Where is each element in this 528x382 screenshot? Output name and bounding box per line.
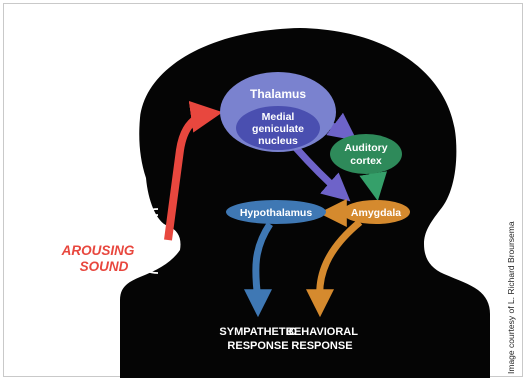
amygdala-to-behavioral-arrow [306, 219, 363, 318]
mgn-label-line1: Medial [262, 111, 295, 123]
thalamus-to-amygdala-arrow [293, 145, 351, 202]
behavioral-response-line1: BEHAVIORAL [286, 326, 358, 338]
behavioral-response-line2: RESPONSE [291, 340, 352, 352]
mgn-label-line2: geniculate [252, 123, 304, 135]
hypothalamus-to-sympathetic-arrow [244, 222, 273, 318]
stimulus-label-line1: AROUSING [61, 243, 135, 258]
sound-to-thalamus-arrow [164, 100, 223, 241]
sound-waves-icon [125, 208, 159, 274]
auditory-label-line2: cortex [350, 155, 382, 167]
auditory-label-line1: Auditory [344, 142, 387, 154]
mgn-label-line3: nucleus [258, 135, 298, 147]
thalamus-label: Thalamus [250, 87, 306, 101]
image-credit: Image courtesy of L. Richard Broursema [506, 221, 516, 374]
hypothalamus-node [226, 200, 326, 224]
auditory-cortex-node [330, 134, 402, 174]
sympathetic-response-line1: SYMPATHETIC [219, 326, 296, 338]
amygdala-label: Amygdala [351, 207, 401, 219]
hypothalamus-label: Hypothalamus [240, 207, 313, 219]
sympathetic-response-line2: RESPONSE [227, 340, 288, 352]
amygdala-node [342, 200, 410, 224]
ear-ridge [136, 211, 149, 249]
stimulus-label-line2: SOUND [80, 259, 129, 274]
mgn-node [236, 106, 320, 150]
